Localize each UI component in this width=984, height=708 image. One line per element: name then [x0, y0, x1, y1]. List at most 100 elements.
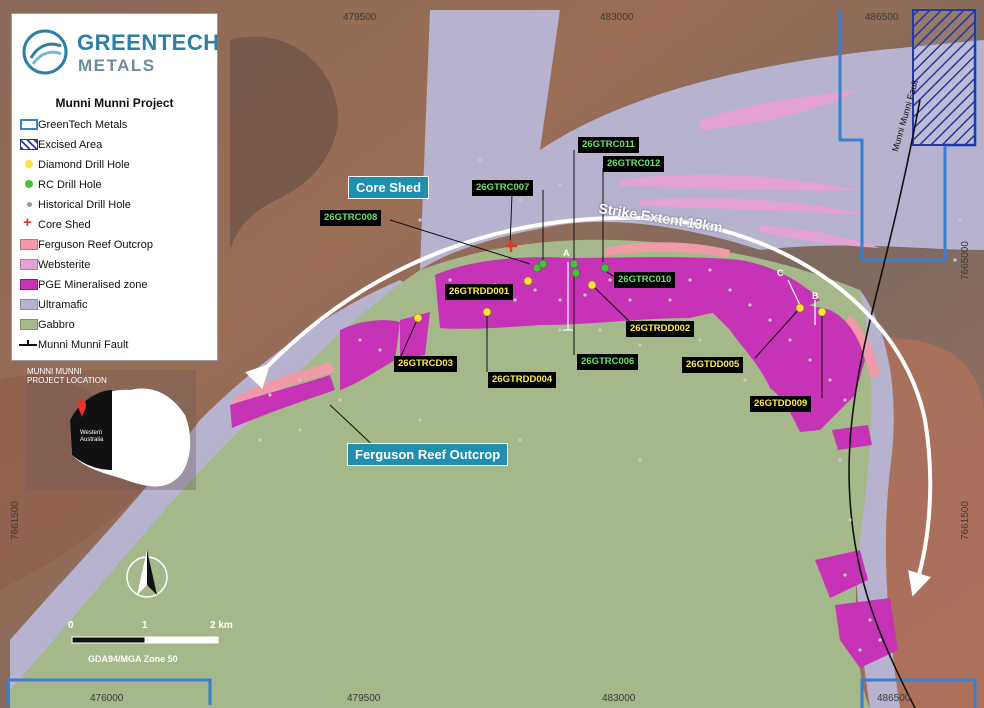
- location-pin: [78, 399, 86, 418]
- ultramafic-unit: [420, 10, 984, 270]
- inset-label-line1: MUNNI MUNNI: [27, 367, 82, 376]
- hatch-blue-swatch-icon: [20, 139, 38, 150]
- ferguson-reef-swatch-icon: [20, 239, 38, 250]
- grid-easting-label: 483000: [602, 693, 636, 704]
- outline-blue-swatch-icon: [20, 119, 38, 130]
- greentech-logo: GREENTECH METALS: [21, 26, 219, 82]
- ferguson-reef-outcrop: [605, 242, 730, 258]
- grid-easting-label: 476000: [90, 693, 124, 704]
- excised-area: [912, 9, 976, 146]
- legend-label: Munni Munni Fault: [38, 339, 129, 351]
- legend-item-websterite: Websterite: [20, 257, 91, 273]
- ferguson-reef-callout: Ferguson Reef Outcrop: [347, 443, 509, 466]
- inset-label-line2: PROJECT LOCATION: [27, 376, 107, 385]
- websterite-band: [640, 198, 870, 215]
- section-label: C: [777, 268, 784, 278]
- greentech-tenement-boundary: [6, 678, 212, 705]
- strike-extent-arrow: [245, 215, 933, 597]
- legend-label: Diamond Drill Hole: [38, 159, 130, 171]
- grid-easting-label: 479500: [343, 12, 377, 23]
- drill-label-diamond: 26GTDD009: [750, 396, 812, 412]
- pge-mineralised-zone: [400, 312, 430, 360]
- grid-easting-label: 479500: [347, 693, 381, 704]
- diamond-drill-hole-icon: [25, 160, 33, 168]
- scale-datum-label: GDA94/MGA Zone 50: [88, 654, 178, 664]
- rc-drill-hole-icon: [25, 180, 33, 188]
- terrain-dark-ridge: [230, 36, 338, 250]
- scale-tick-0: 0: [68, 620, 74, 631]
- legend-label: Historical Drill Hole: [38, 199, 131, 211]
- legend-item-ultramafic: Ultramafic: [20, 297, 88, 313]
- logo-text-metals: METALS: [78, 56, 156, 75]
- fault-tick-icon: [27, 340, 29, 345]
- pge-mineralised-zone: [835, 598, 898, 668]
- legend-label: Websterite: [38, 259, 91, 271]
- drill-label-diamond: 26GTRDD002: [626, 321, 695, 337]
- grid-northing-label: 7661500: [10, 501, 21, 540]
- grid-northing-label: 7665000: [960, 241, 971, 280]
- legend-label: RC Drill Hole: [38, 179, 102, 191]
- core-shed-marker: [505, 240, 517, 252]
- legend-label: Excised Area: [38, 139, 103, 151]
- legend-item-gabbro: Gabbro: [20, 317, 75, 333]
- map-legend: GREENTECH METALS Munni Munni Project Gre…: [11, 13, 219, 361]
- legend-label: GreenTech Metals: [38, 119, 128, 131]
- legend-label: PGE Mineralised zone: [38, 279, 148, 291]
- drill-label-rc: 26GTRC012: [603, 156, 665, 172]
- legend-title: Munni Munni Project: [55, 96, 174, 110]
- logo-text-greentech: GREENTECH: [77, 30, 220, 55]
- section-label: A: [563, 248, 570, 258]
- drill-label-rc: 26GTRC010: [614, 272, 676, 288]
- scale-tick-2: 2 km: [210, 620, 233, 631]
- gabbro-swatch-icon: [20, 319, 38, 330]
- legend-item-pge-mineralised-zone: PGE Mineralised zone: [20, 277, 148, 293]
- section-label: B: [812, 291, 819, 301]
- grid-easting-label: 483000: [600, 12, 634, 23]
- pge-zone-swatch-icon: [20, 279, 38, 290]
- legend-item-munni-munni-fault: Munni Munni Fault: [19, 337, 129, 353]
- drill-label-rc: 26GTRC006: [577, 354, 639, 370]
- legend-item-core-shed: + Core Shed: [23, 215, 91, 233]
- legend-label: Core Shed: [38, 219, 91, 231]
- websterite-swatch-icon: [20, 259, 38, 270]
- core-shed-callout: Core Shed: [348, 176, 430, 199]
- diamond-drill-holes: [413, 276, 827, 323]
- legend-label: Ultramafic: [38, 299, 88, 311]
- inset-location-label: MUNNI MUNNI PROJECT LOCATION: [27, 367, 107, 385]
- legend-label: Ferguson Reef Outcrop: [38, 239, 153, 251]
- historical-drill-hole-icon: [27, 202, 32, 207]
- grid-northing-label: 7661500: [960, 501, 971, 540]
- ultramafic-swatch-icon: [20, 299, 38, 310]
- grid-easting-label: 486500: [877, 693, 911, 704]
- websterite-band: [700, 90, 860, 130]
- inset-state-label: Western Australia: [80, 430, 104, 443]
- legend-item-historical-drill-hole: Historical Drill Hole: [27, 197, 131, 213]
- ferguson-reef-outcrop: [845, 315, 880, 378]
- legend-item-diamond-drill-hole: Diamond Drill Hole: [25, 157, 130, 173]
- section-lines: [563, 262, 816, 331]
- rc-drill-holes: [532, 259, 610, 278]
- drill-label-diamond: 26GTRCD03: [394, 356, 457, 372]
- location-inset-map: [26, 370, 196, 490]
- north-arrow: [126, 550, 168, 598]
- greentech-tenement-boundary: [860, 678, 977, 708]
- leader-lines: [329, 150, 823, 453]
- websterite-band: [620, 174, 860, 191]
- scale-tick-1: 1: [142, 620, 148, 631]
- drill-label-diamond: 26GTRDD004: [488, 372, 557, 388]
- drill-label-diamond: 26GTRDD001: [445, 284, 514, 300]
- drill-label-diamond: 26GTDD005: [682, 357, 744, 373]
- logo-mark-icon: [22, 29, 68, 75]
- grid-easting-label: 486500: [865, 12, 899, 23]
- websterite-band: [760, 225, 880, 248]
- legend-item-excised-area: Excised Area: [20, 137, 103, 153]
- scale-bar: [71, 636, 219, 644]
- legend-label: Gabbro: [38, 319, 75, 331]
- legend-item-rc-drill-hole: RC Drill Hole: [25, 177, 102, 193]
- legend-item-ferguson-reef-outcrop: Ferguson Reef Outcrop: [20, 237, 153, 253]
- drill-label-rc: 26GTRC008: [320, 210, 382, 226]
- drill-label-rc: 26GTRC007: [472, 180, 534, 196]
- core-shed-cross-icon: +: [23, 214, 32, 231]
- fault-line-icon: [19, 344, 37, 346]
